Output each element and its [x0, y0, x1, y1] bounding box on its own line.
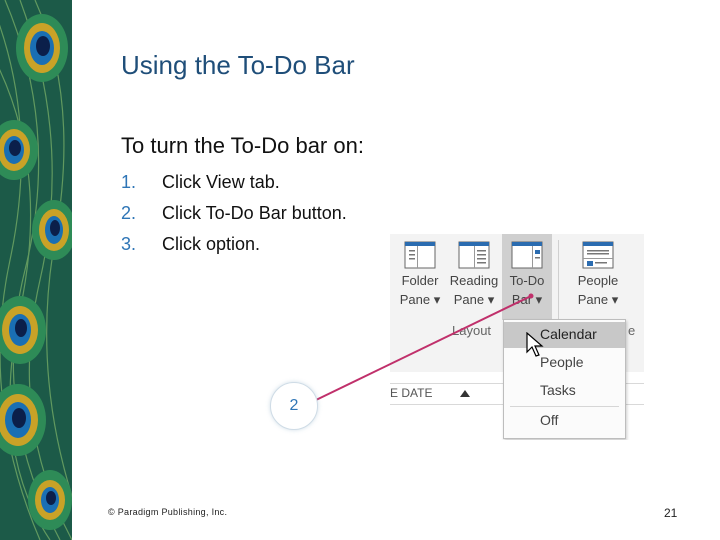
todo-bar-icon — [511, 241, 543, 269]
button-label-line1: To-Do — [509, 273, 545, 288]
step-text: Click To-Do Bar button. — [162, 203, 347, 223]
date-column-header[interactable]: E DATE — [390, 386, 433, 400]
todo-bar-button[interactable]: To-Do Bar ▾ — [502, 234, 552, 320]
step-item: 3. Click option. — [121, 234, 347, 265]
menu-item-label: Tasks — [540, 382, 576, 398]
slide-subheading: To turn the To-Do bar on: — [121, 133, 364, 158]
step-item: 2. Click To-Do Bar button. — [121, 203, 347, 234]
callout-step-badge: 2 — [270, 382, 318, 430]
reading-pane-icon — [458, 241, 490, 269]
folder-pane-icon — [404, 241, 436, 269]
todo-bar-dropdown-menu: Calendar People Tasks Off — [503, 319, 626, 439]
step-number: 3. — [121, 234, 137, 254]
button-label-line2: Pane ▾ — [453, 292, 495, 307]
button-label-line1: People — [577, 273, 619, 288]
button-label-line1: Reading — [449, 273, 499, 288]
step-text: Click option. — [162, 234, 261, 254]
steps-list: 1. Click View tab. 2. Click To-Do Bar butt… — [121, 172, 347, 265]
peacock-feather-decoration — [0, 0, 72, 540]
button-label-line2: Pane ▾ — [577, 292, 619, 307]
menu-item-label: Calendar — [540, 326, 597, 342]
button-label-line2: Bar ▾ — [511, 292, 543, 307]
menu-item-label: Off — [540, 412, 559, 428]
step-number: 1. — [121, 172, 137, 192]
sort-arrow-icon — [460, 390, 470, 397]
ribbon-group-divider — [558, 240, 559, 340]
step-item: 1. Click View tab. — [121, 172, 347, 203]
reading-pane-button[interactable]: Reading Pane ▾ — [446, 234, 502, 320]
folder-pane-button[interactable]: Folder Pane ▾ — [394, 234, 446, 320]
step-text: Click View tab. — [162, 172, 280, 192]
footer-copyright: © Paradigm Publishing, Inc. — [108, 507, 228, 517]
button-label-line1: Folder — [401, 273, 439, 288]
page-number: 21 — [664, 506, 678, 520]
people-group-label-partial: e — [628, 323, 636, 338]
menu-item-off[interactable]: Off — [504, 408, 625, 434]
menu-item-people[interactable]: People — [504, 350, 625, 376]
button-label-line2: Pane ▾ — [399, 292, 441, 307]
layout-group-label: Layout — [452, 323, 492, 338]
people-pane-button[interactable]: People Pane ▾ — [572, 234, 624, 320]
menu-separator — [510, 406, 619, 407]
menu-item-calendar[interactable]: Calendar — [504, 322, 625, 348]
menu-item-tasks[interactable]: Tasks — [504, 378, 625, 404]
step-number: 2. — [121, 203, 137, 223]
menu-item-label: People — [540, 354, 584, 370]
slide-title: Using the To-Do Bar — [121, 50, 355, 80]
ribbon-screenshot: Folder Pane ▾ Reading Pane ▾ To-Do Bar ▾… — [390, 234, 644, 440]
mouse-cursor-icon — [526, 332, 544, 357]
people-pane-icon — [582, 241, 614, 269]
